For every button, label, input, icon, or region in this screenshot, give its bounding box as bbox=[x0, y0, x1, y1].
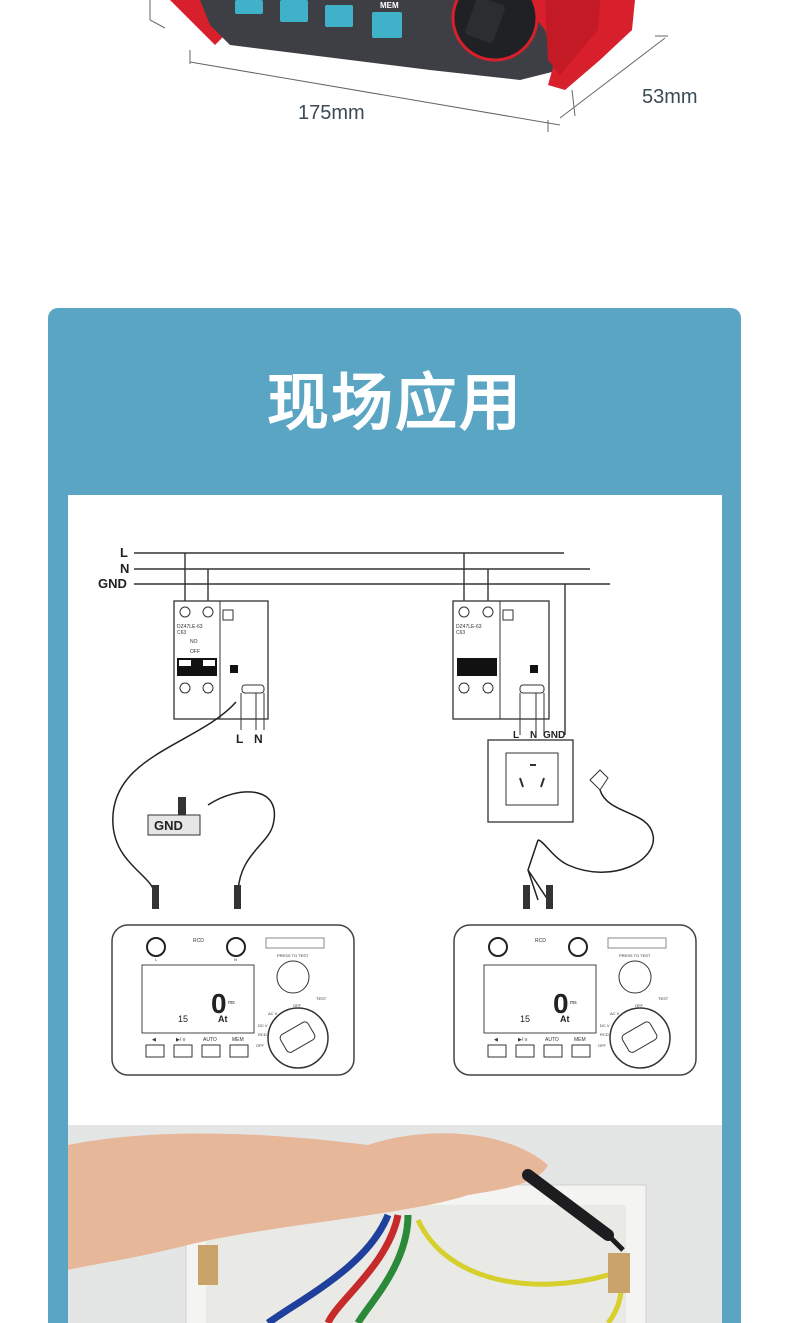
meter-button-auto: AUTO bbox=[203, 1037, 217, 1043]
meter-test: TEST bbox=[658, 996, 669, 1001]
meter-term-l: L bbox=[155, 957, 158, 962]
breaker-left: DZ47LE-63 C63 NO OFF L N bbox=[173, 600, 269, 746]
meter-unit: ms bbox=[570, 1000, 577, 1006]
field-photo bbox=[68, 1125, 722, 1323]
meter-dial-off: OFF bbox=[635, 1003, 644, 1008]
meter-term-n: N bbox=[234, 957, 237, 962]
socket-wire-gnd: GND bbox=[543, 730, 565, 741]
meter-sub-right: At bbox=[218, 1014, 228, 1024]
tester-meter-left: RCD L N 0 ms 15 At PRESS TO TEST TEST AC… bbox=[111, 924, 355, 1076]
breaker-no: NO bbox=[190, 639, 198, 645]
meter-reading: 0 bbox=[211, 988, 227, 1019]
breaker-model: DZ47LE-63 bbox=[456, 624, 482, 630]
width-dimension: 175mm bbox=[298, 102, 365, 124]
bus-label-gnd: GND bbox=[98, 576, 127, 591]
device-button bbox=[280, 0, 308, 22]
meter-dial-acv: AC V bbox=[610, 1011, 620, 1016]
breaker-off: OFF bbox=[190, 649, 200, 655]
depth-dimension: 53mm bbox=[642, 86, 698, 108]
device-button-mem bbox=[372, 12, 402, 38]
tester-meter-right: RCD 0 ms 15 At PRESS TO TEST TEST AC V O… bbox=[453, 924, 697, 1076]
meter-press-to-test: PRESS TO TEST bbox=[619, 953, 651, 958]
meter-button-mem: MEM bbox=[232, 1037, 244, 1043]
output-label-n: N bbox=[254, 732, 263, 746]
mem-label: MEM bbox=[380, 1, 399, 10]
output-label-l: L bbox=[236, 732, 243, 746]
meter-dial-rcd: RCD bbox=[600, 1032, 609, 1037]
socket-wire-n: N bbox=[530, 730, 537, 741]
meter-reading: 0 bbox=[553, 988, 569, 1019]
meter-press-to-test: PRESS TO TEST bbox=[277, 953, 309, 958]
meter-dial-dcv: DC V bbox=[600, 1023, 610, 1028]
meter-dial-dcv: DC V bbox=[258, 1023, 268, 1028]
wiring-diagram-svg: L N GND DZ47LE-63 C63 NO OFF L N bbox=[98, 545, 697, 1076]
meter-rcd: RCD bbox=[535, 938, 546, 944]
hand-testing-photo bbox=[68, 1125, 722, 1323]
breaker-sub: C63 bbox=[456, 630, 465, 636]
breaker-right: DZ47LE-63 C63 L N GND bbox=[452, 600, 565, 741]
meter-button-left: ◀ bbox=[152, 1037, 156, 1043]
meter-sub-right: At bbox=[560, 1014, 570, 1024]
meter-dial-off2: OFF bbox=[598, 1043, 607, 1048]
ground-plate-label: GND bbox=[154, 818, 183, 833]
section-title: 现场应用 bbox=[266, 366, 523, 439]
meter-button-right: ▶/ ≡ bbox=[176, 1037, 186, 1043]
bus-label-n: N bbox=[120, 561, 129, 576]
meter-button-auto: AUTO bbox=[545, 1037, 559, 1043]
tester-device-image: MEM bbox=[149, 0, 668, 132]
meter-unit: ms bbox=[228, 1000, 235, 1006]
meter-dial-acv: AC V bbox=[268, 1011, 278, 1016]
meter-dial-rcd: RCD bbox=[258, 1032, 267, 1037]
meter-dial-off2: OFF bbox=[256, 1043, 265, 1048]
wall-socket bbox=[487, 739, 654, 874]
wiring-diagram: L N GND DZ47LE-63 C63 NO OFF L N bbox=[68, 495, 722, 1125]
bus-label-l: L bbox=[120, 545, 128, 560]
device-button bbox=[235, 0, 263, 14]
meter-button-mem: MEM bbox=[574, 1037, 586, 1043]
meter-sub-left: 15 bbox=[520, 1014, 530, 1024]
breaker-model: DZ47LE-63 bbox=[177, 624, 203, 630]
product-photo: MEM 175mm 53mm bbox=[0, 0, 790, 300]
meter-sub-left: 15 bbox=[178, 1014, 188, 1024]
meter-button-right: ▶/ ≡ bbox=[518, 1037, 528, 1043]
meter-test: TEST bbox=[316, 996, 327, 1001]
socket-wire-l: L bbox=[513, 730, 519, 741]
meter-button-left: ◀ bbox=[494, 1037, 498, 1043]
meter-dial-off: OFF bbox=[293, 1003, 302, 1008]
device-button bbox=[325, 5, 353, 27]
meter-rcd: RCD bbox=[193, 938, 204, 944]
breaker-sub: C63 bbox=[177, 630, 186, 636]
